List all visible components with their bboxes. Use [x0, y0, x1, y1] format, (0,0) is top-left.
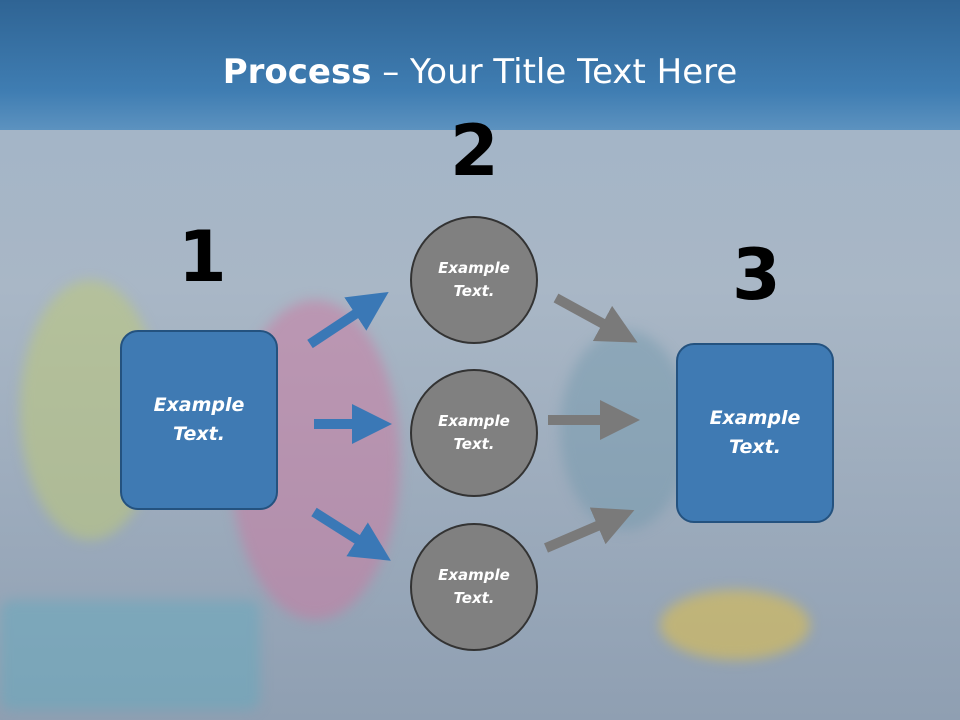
right-text-box: Example Text.: [676, 343, 834, 523]
circle-bottom-line1: Example: [438, 566, 510, 584]
left-box-line2: Text.: [173, 423, 225, 445]
step-number-2: 2: [450, 110, 499, 192]
circle-top-line1: Example: [438, 259, 510, 277]
right-box-line2: Text.: [729, 436, 781, 458]
slide-title: Process – Your Title Text Here: [0, 52, 960, 92]
circle-middle: Example Text.: [410, 369, 538, 497]
step-number-3: 3: [732, 234, 781, 316]
background-step: [0, 600, 260, 710]
arrow-up-right: [307, 291, 389, 349]
circle-top-line2: Text.: [453, 282, 495, 300]
arrow-gray-up-right: [544, 507, 635, 553]
left-box-line1: Example: [153, 394, 245, 416]
right-box-line1: Example: [709, 407, 801, 429]
circle-top: Example Text.: [410, 216, 538, 344]
circle-bottom-line2: Text.: [453, 589, 495, 607]
arrow-gray-down-right: [553, 293, 638, 343]
circle-middle-line2: Text.: [453, 435, 495, 453]
circle-middle-line1: Example: [438, 412, 510, 430]
title-band: [0, 0, 960, 130]
background-shoe: [660, 590, 810, 660]
left-text-box: Example Text.: [120, 330, 278, 510]
arrow-down-right: [311, 507, 391, 561]
step-number-1: 1: [178, 216, 227, 298]
title-rest-text: – Your Title Text Here: [371, 52, 738, 92]
circle-bottom: Example Text.: [410, 523, 538, 651]
title-bold-text: Process: [222, 52, 372, 92]
